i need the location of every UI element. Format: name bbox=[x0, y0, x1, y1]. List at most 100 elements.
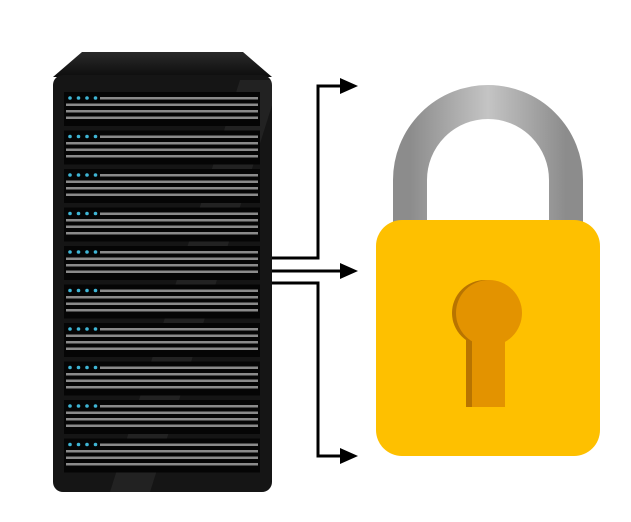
arrow-right-icon bbox=[340, 263, 358, 279]
status-led-icon bbox=[76, 96, 81, 100]
status-led-icon bbox=[85, 365, 89, 370]
status-led-icon bbox=[93, 327, 98, 331]
unit-line bbox=[66, 103, 258, 106]
status-led-icon bbox=[76, 211, 81, 216]
unit-line bbox=[66, 379, 258, 382]
unit-line bbox=[66, 373, 258, 376]
unit-line bbox=[66, 148, 258, 151]
status-led-icon bbox=[85, 134, 89, 139]
unit-line bbox=[66, 341, 258, 344]
status-led-icon bbox=[68, 211, 72, 216]
status-led-icon bbox=[85, 211, 89, 216]
unit-line bbox=[66, 187, 258, 190]
server-unit bbox=[64, 284, 260, 319]
arrow-line-bottom bbox=[272, 281, 345, 458]
status-led-icon bbox=[93, 365, 98, 370]
arrow-right-icon bbox=[340, 78, 358, 94]
unit-line bbox=[100, 289, 258, 292]
server-top bbox=[53, 52, 272, 77]
status-led-icon bbox=[68, 173, 72, 177]
unit-line bbox=[100, 328, 258, 331]
unit-line bbox=[66, 418, 258, 421]
unit-line bbox=[66, 424, 258, 427]
server-unit bbox=[64, 169, 260, 203]
status-led-icon bbox=[93, 250, 98, 254]
unit-line bbox=[66, 386, 258, 389]
unit-line bbox=[100, 97, 258, 100]
unit-line bbox=[66, 302, 258, 305]
status-led-icon bbox=[76, 404, 81, 408]
status-led-icon bbox=[93, 173, 98, 177]
status-led-icon bbox=[85, 250, 89, 254]
status-led-icon bbox=[76, 288, 81, 293]
status-led-icon bbox=[85, 96, 89, 100]
status-led-icon bbox=[76, 250, 81, 254]
status-led-icon bbox=[93, 96, 98, 100]
server-unit bbox=[64, 246, 260, 280]
arrow-right-icon bbox=[340, 448, 358, 464]
unit-line bbox=[66, 225, 258, 228]
server-unit bbox=[64, 361, 260, 396]
server-unit bbox=[64, 438, 260, 473]
status-led-icon bbox=[93, 134, 98, 139]
unit-line bbox=[66, 296, 258, 299]
unit-line bbox=[66, 411, 258, 414]
status-led-icon bbox=[85, 173, 89, 177]
unit-line bbox=[66, 347, 258, 350]
unit-line bbox=[66, 463, 258, 466]
unit-line bbox=[66, 264, 258, 267]
unit-line bbox=[66, 450, 258, 453]
lock-shackle bbox=[393, 85, 583, 230]
status-led-icon bbox=[93, 404, 98, 408]
unit-line bbox=[66, 116, 258, 119]
unit-line bbox=[100, 405, 258, 408]
status-led-icon bbox=[76, 327, 81, 331]
server-units bbox=[64, 92, 260, 473]
status-led-icon bbox=[93, 442, 98, 447]
status-led-icon bbox=[68, 442, 72, 447]
unit-line bbox=[66, 270, 258, 273]
status-led-icon bbox=[76, 365, 81, 370]
status-led-icon bbox=[76, 442, 81, 447]
status-led-icon bbox=[68, 250, 72, 254]
status-led-icon bbox=[93, 211, 98, 216]
server-rack-icon bbox=[53, 52, 280, 492]
unit-line bbox=[100, 212, 258, 215]
status-led-icon bbox=[85, 442, 89, 447]
status-led-icon bbox=[85, 327, 89, 331]
arrows bbox=[272, 84, 345, 458]
keyhole-slot bbox=[472, 320, 505, 407]
unit-line bbox=[66, 142, 258, 145]
status-led-icon bbox=[68, 404, 72, 408]
server-unit bbox=[64, 400, 260, 434]
unit-line bbox=[66, 155, 258, 158]
unit-line bbox=[66, 456, 258, 459]
unit-line bbox=[100, 174, 258, 177]
unit-line bbox=[66, 219, 258, 222]
padlock-icon bbox=[376, 85, 600, 456]
unit-line bbox=[66, 110, 258, 113]
status-led-icon bbox=[68, 96, 72, 100]
unit-line bbox=[66, 309, 258, 312]
unit-line bbox=[100, 135, 258, 138]
unit-line bbox=[100, 443, 258, 446]
unit-line bbox=[100, 251, 258, 254]
arrow-line-top bbox=[272, 84, 345, 260]
status-led-icon bbox=[76, 134, 81, 139]
status-led-icon bbox=[68, 327, 72, 331]
status-led-icon bbox=[93, 288, 98, 293]
server-unit bbox=[64, 207, 260, 242]
unit-line bbox=[66, 180, 258, 183]
unit-line bbox=[66, 232, 258, 235]
unit-line bbox=[66, 334, 258, 337]
server-unit bbox=[64, 92, 260, 126]
unit-line bbox=[66, 193, 258, 196]
status-led-icon bbox=[85, 288, 89, 293]
unit-line bbox=[66, 257, 258, 260]
status-led-icon bbox=[76, 173, 81, 177]
status-led-icon bbox=[68, 134, 72, 139]
status-led-icon bbox=[68, 288, 72, 293]
server-unit bbox=[64, 323, 260, 357]
status-led-icon bbox=[68, 365, 72, 370]
